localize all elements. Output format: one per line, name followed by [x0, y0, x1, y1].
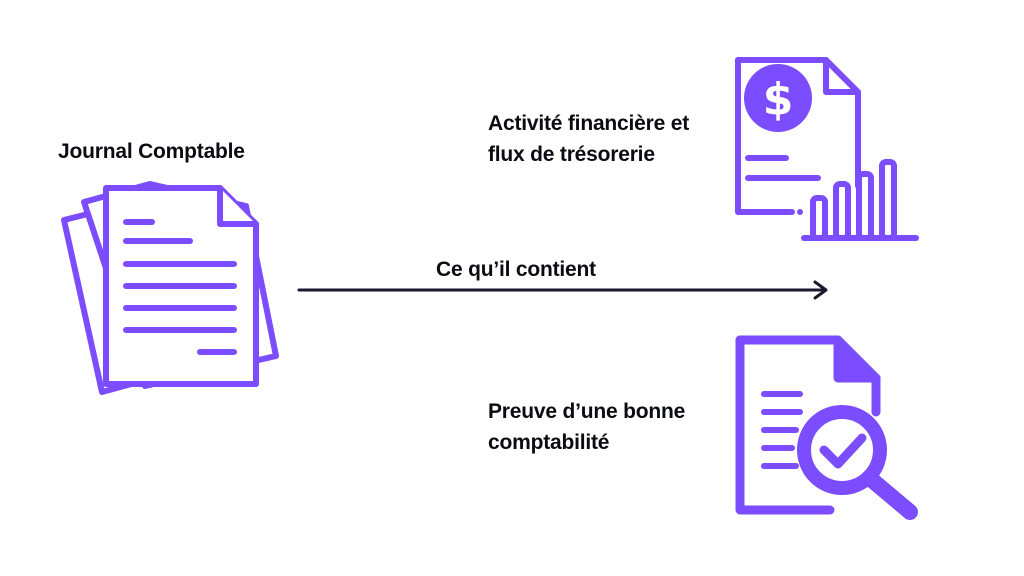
arrow-right-icon	[297, 280, 828, 300]
accounting-proof-line-1: Preuve d’une bonne	[488, 400, 686, 423]
document-audit-icon	[735, 335, 918, 520]
accounting-proof-label: Preuve d’une bonne comptabilité	[488, 396, 748, 458]
accounting-proof-line-2: comptabilité	[488, 431, 610, 454]
financial-activity-line-2: flux de trésorerie	[488, 143, 655, 166]
connector-label: Ce qu’il contient	[436, 258, 596, 281]
financial-activity-label: Activité financière et flux de trésoreri…	[488, 108, 748, 170]
financial-activity-line-1: Activité financière et	[488, 112, 690, 135]
document-stack-icon	[61, 181, 279, 395]
financial-report-icon: $	[735, 57, 919, 241]
journal-title: Journal Comptable	[58, 140, 245, 163]
svg-text:$: $	[763, 74, 794, 125]
